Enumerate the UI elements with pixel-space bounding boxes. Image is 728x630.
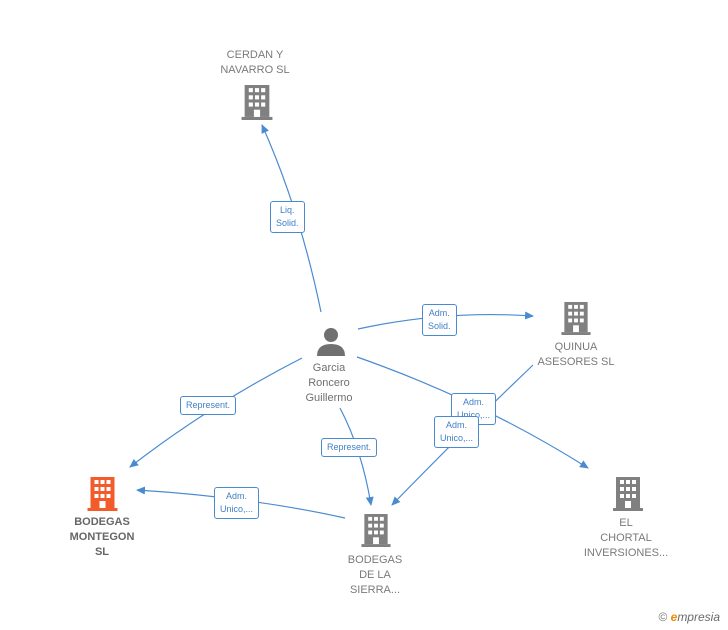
edge-label-represent-montegon[interactable]: Represent.: [180, 396, 237, 415]
building-icon: [241, 85, 273, 120]
brand-name: mpresia: [677, 610, 720, 624]
building-icon: [613, 477, 643, 511]
edge-label-adm-unico-montegon[interactable]: Adm. Unico,...: [214, 487, 260, 519]
company-label-montegon[interactable]: BODEGAS MONTEGON SL: [69, 516, 135, 558]
empresia-brand[interactable]: © empresia: [658, 610, 720, 624]
company-label-sierra[interactable]: BODEGAS DE LA SIERRA...: [347, 554, 403, 596]
copyright-symbol: ©: [658, 610, 668, 624]
company-label-quinua[interactable]: QUINUA ASESORES SL: [537, 341, 615, 368]
building-icon: [87, 477, 118, 511]
person-icon: [317, 328, 345, 356]
building-icon: [361, 514, 391, 547]
edge-label-represent-sierra[interactable]: Represent.: [321, 438, 378, 457]
person-label[interactable]: Garcia Roncero Guillermo: [305, 362, 353, 404]
brand-e: e: [670, 610, 678, 624]
building-icon: [561, 302, 591, 335]
edge-label-liq-solid[interactable]: Liq. Solid.: [270, 201, 305, 233]
company-label-chortal[interactable]: EL CHORTAL INVERSIONES...: [583, 517, 669, 559]
edge-label-adm-unico[interactable]: Adm. Unico,...: [434, 416, 480, 448]
company-label-cerdan[interactable]: CERDAN Y NAVARRO SL: [220, 49, 290, 76]
edge-label-adm-solid[interactable]: Adm. Solid.: [422, 304, 457, 336]
